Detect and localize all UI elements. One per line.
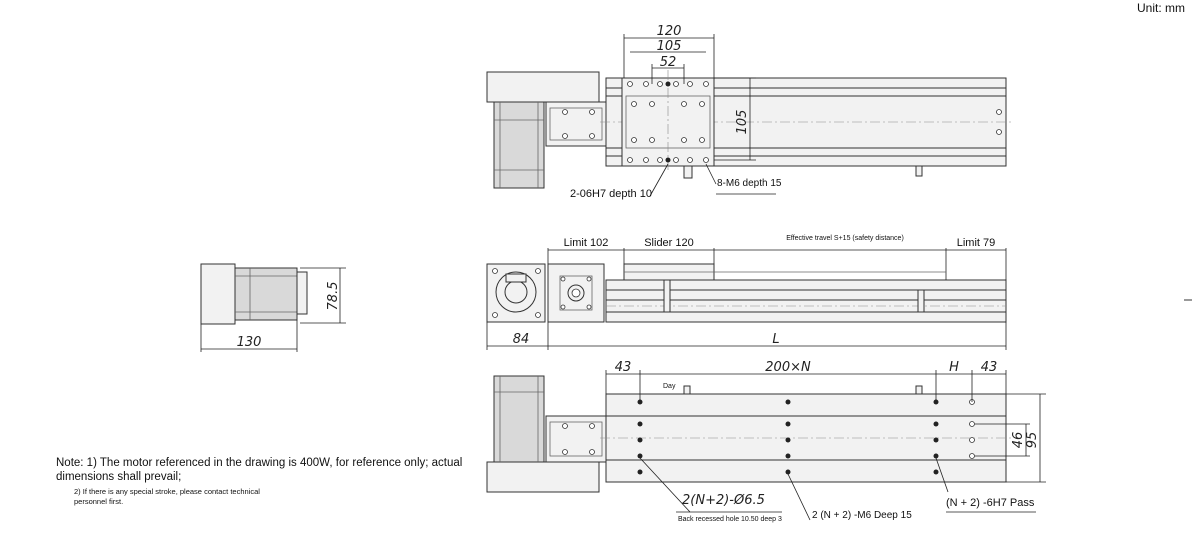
top-coupling xyxy=(545,101,607,147)
callout-counterbore: Back recessed hole 10.50 deep 3 xyxy=(678,516,782,523)
callout-m6: 2 (N + 2) -M6 Deep 15 xyxy=(812,510,912,521)
callout-thread: 8-M6 depth 15 xyxy=(717,178,782,189)
slider-label: Slider 120 xyxy=(644,237,694,249)
top-motor-body xyxy=(493,101,545,189)
dim-L: L xyxy=(772,332,779,347)
end-view-motor xyxy=(234,267,298,321)
dim-200N: 200×N xyxy=(765,360,811,375)
note-2: 2) If there is any special stroke, pleas… xyxy=(74,487,260,506)
dim-105-side: 105 xyxy=(735,110,750,135)
callout-dowel: 2-06H7 depth 10 xyxy=(570,188,652,200)
dim-43-right: 43 xyxy=(981,360,998,375)
front-rail xyxy=(605,279,1007,323)
dim-H: H xyxy=(949,360,959,375)
note-1: Note: 1) The motor referenced in the dra… xyxy=(56,457,463,483)
front-view: Limit 102 Slider 120 Effective travel S+… xyxy=(486,235,1007,350)
dim-78-5: 78.5 xyxy=(326,282,341,311)
dim-43-left: 43 xyxy=(615,360,632,375)
dim-105-top: 105 xyxy=(657,39,682,54)
end-view: 78.5 130 xyxy=(200,263,346,352)
dim-95: 95 xyxy=(1025,432,1040,449)
top-view: 120 105 52 105 2-06H7 depth 10 8-M6 dept… xyxy=(486,24,1012,200)
small-label: Day xyxy=(663,383,676,390)
dim-130: 130 xyxy=(237,335,262,350)
top-motor-cap xyxy=(486,71,600,103)
end-view-cap xyxy=(200,263,236,325)
effective-travel: Effective travel S+15 (safety distance) xyxy=(786,235,904,242)
dim-52: 52 xyxy=(660,55,677,70)
callout-pin: (N + 2) -6H7 Pass xyxy=(946,497,1035,509)
limit-right: Limit 79 xyxy=(957,237,996,249)
callout-holes: 2(N+2)-Ø6.5 xyxy=(682,493,765,508)
limit-left: Limit 102 xyxy=(564,237,609,249)
bottom-view: 43 200×N H 43 Day 46 95 2(N+2)-Ø6.5 Back… xyxy=(486,360,1046,523)
bottom-motor-body xyxy=(493,375,545,463)
bottom-coupling xyxy=(545,415,607,463)
unit-label: Unit: mm xyxy=(1137,1,1185,15)
dim-120: 120 xyxy=(657,24,682,39)
dim-84: 84 xyxy=(513,332,530,347)
bottom-motor-cap xyxy=(486,461,600,493)
dim-46: 46 xyxy=(1011,432,1026,449)
